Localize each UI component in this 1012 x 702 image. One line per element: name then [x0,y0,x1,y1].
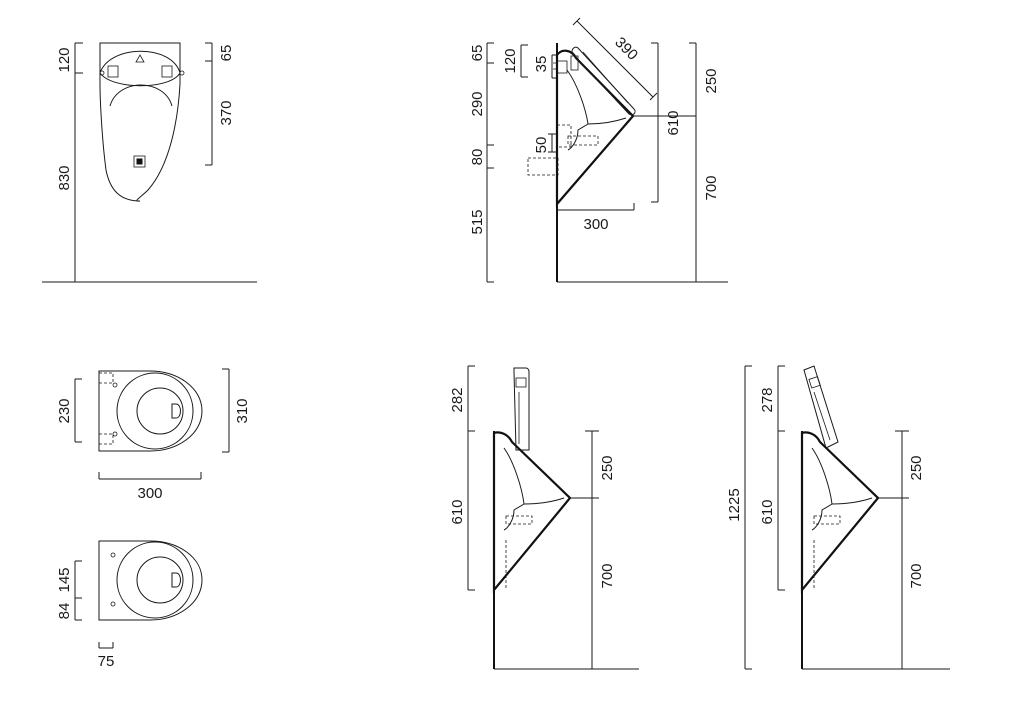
front-urinal-bowl-opening [109,84,173,107]
side-view-lid-open: 1225 278 610 250 700 [726,365,950,670]
closed-dim-250: 250 [599,455,616,480]
small-top-view-dim-75: 75 [98,653,115,670]
small-top-view-mount-hole-bottom [110,601,116,607]
closed-lid [513,367,530,451]
closed-urinal-bowl [503,447,525,531]
side-390-tick-start [572,17,581,26]
closed-dim-610: 610 [449,499,466,524]
small-top-view-dim-145: 145 [56,567,73,592]
top-view-dim-310: 310 [234,398,251,423]
side-lid [571,46,636,116]
top-view-dim-300: 300 [137,485,162,502]
closed-dim-700: 700 [599,563,616,588]
front-drain-inner [136,158,143,165]
closed-dim-282: 282 [449,387,466,412]
top-view-bracket-top [98,372,114,384]
top-view-small: 145 84 75 [56,540,203,670]
side-inlet-fitting [556,60,568,74]
side-view-lid-closed: 282 610 250 700 [449,365,639,670]
small-top-view-mount-hole-top [110,552,116,558]
small-top-view-outline [98,540,203,621]
front-urinal-hood [99,50,181,87]
top-view-dim-230: 230 [56,398,73,423]
top-view-bracket-bottom [98,433,114,445]
side-pipe-dashed [567,135,599,146]
side-dim-300: 300 [583,216,608,233]
open-dim-610: 610 [759,499,776,524]
closed-lid-hinge [515,377,527,388]
front-view: 120 830 65 370 [42,42,257,283]
small-top-view-dim-84: 84 [56,603,73,620]
side-view: 65 290 80 515 120 35 50 [469,17,728,283]
small-top-view-drain [171,572,181,588]
open-dim-1225: 1225 [726,488,743,521]
side-lid-inner [582,51,629,104]
side-urinal-outer-profile [555,49,635,207]
front-dim-370: 370 [218,100,235,125]
top-view-mount-hole-top [112,382,118,388]
front-urinal-body [99,42,181,202]
front-dim-65: 65 [218,45,235,62]
top-view-bowl-outer [116,372,194,450]
open-urinal-outer-profile [800,431,880,594]
side-dim-65: 65 [469,45,486,62]
side-390-tick-end [649,92,658,101]
side-390-dim-line [576,20,654,98]
front-sensor-icon [135,54,145,63]
top-view: 230 310 300 [56,368,251,502]
side-dim-35: 35 [533,56,550,73]
closed-urinal-trap [523,497,565,505]
side-urinal-bowl [566,69,589,151]
front-dim-830: 830 [56,165,73,190]
open-dim-278: 278 [759,387,776,412]
front-mount-hole-left [99,70,105,76]
front-left-bracket [107,65,119,78]
side-dim-250: 250 [703,68,720,93]
small-top-view-bowl-inner [136,556,184,604]
side-lid-hinge [570,55,579,71]
front-dim-120: 120 [56,47,73,72]
side-dim-610: 610 [665,110,682,135]
side-dim-515: 515 [469,209,486,234]
open-dim-700: 700 [908,563,925,588]
closed-urinal-outer-profile [492,431,572,594]
top-view-drain [171,403,181,419]
open-urinal-bowl [811,447,833,531]
side-dim-50: 50 [533,137,550,154]
side-dim-700: 700 [703,175,720,200]
top-view-bowl-inner [136,387,184,435]
open-lid-inner [813,391,831,441]
closed-pipe-dashed [505,515,533,525]
open-dim-250: 250 [908,455,925,480]
top-view-mount-hole-bottom [112,431,118,437]
open-lid [803,365,839,449]
side-drain-dashed-lower [527,157,559,176]
side-dim-290: 290 [469,91,486,116]
front-right-bracket [161,65,173,78]
open-lid-hinge [808,376,821,389]
front-drain-outer [133,155,146,168]
small-top-view-bowl-outer [116,541,194,619]
side-dim-120: 120 [502,48,519,73]
open-urinal-trap [831,497,873,505]
open-pipe-dashed [813,515,841,525]
top-view-outline [98,370,203,452]
front-mount-hole-right [179,70,185,76]
side-dim-80: 80 [469,149,486,166]
side-urinal-trap [587,117,627,125]
